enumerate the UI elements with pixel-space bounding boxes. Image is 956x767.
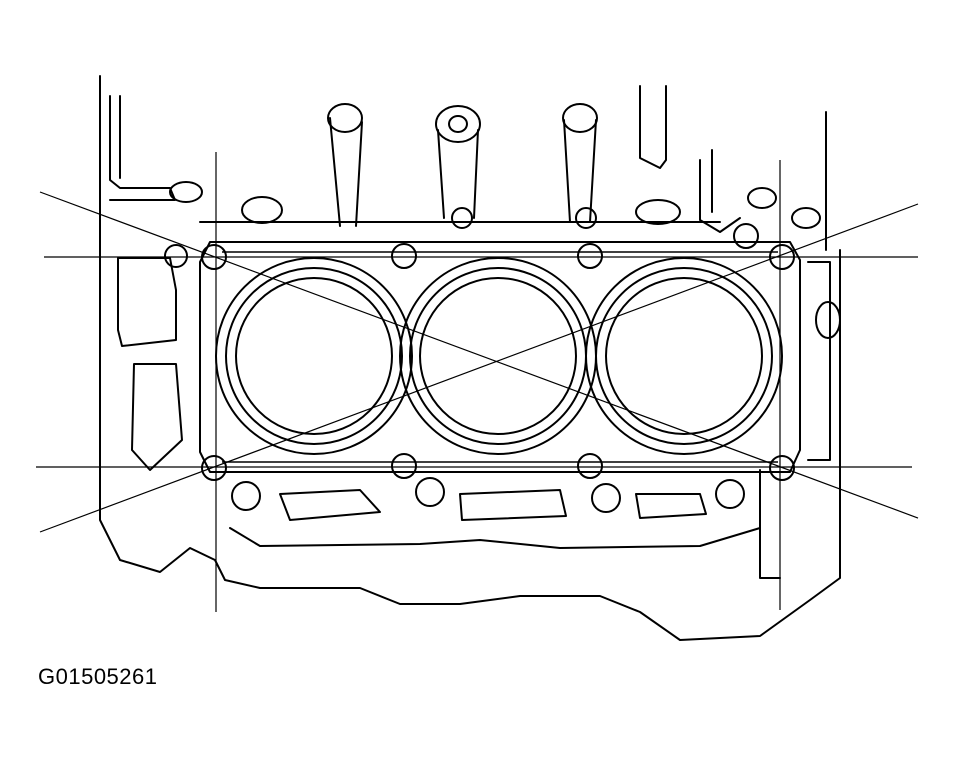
cylinder-1-bore: [235, 277, 393, 435]
measurement-point-bottom-left: [201, 455, 227, 481]
block-outline: [99, 75, 841, 641]
bolt-holes: [164, 207, 759, 513]
cylinder-2-bore: [419, 277, 577, 435]
diagonal-line-down: [39, 191, 919, 519]
measurement-point-bottom-right: [769, 455, 795, 481]
cylinder-2-outer: [399, 257, 597, 455]
cylinder-3-bore: [605, 277, 763, 435]
water-jacket-passages: [117, 257, 841, 521]
upper-bosses: [169, 103, 821, 229]
straightedge-lines: [36, 152, 919, 612]
figure-id-label: G01505261: [38, 664, 158, 689]
cylinder-bores: [215, 257, 783, 455]
cylinder-3-outer: [585, 257, 783, 455]
cylinder-2-mid: [409, 267, 587, 445]
diagonal-line-up: [39, 203, 919, 533]
head-gasket-outline: [199, 241, 801, 473]
cylinder-1-mid: [225, 267, 403, 445]
cylinder-3-mid: [595, 267, 773, 445]
cylinder-1-outer: [215, 257, 413, 455]
